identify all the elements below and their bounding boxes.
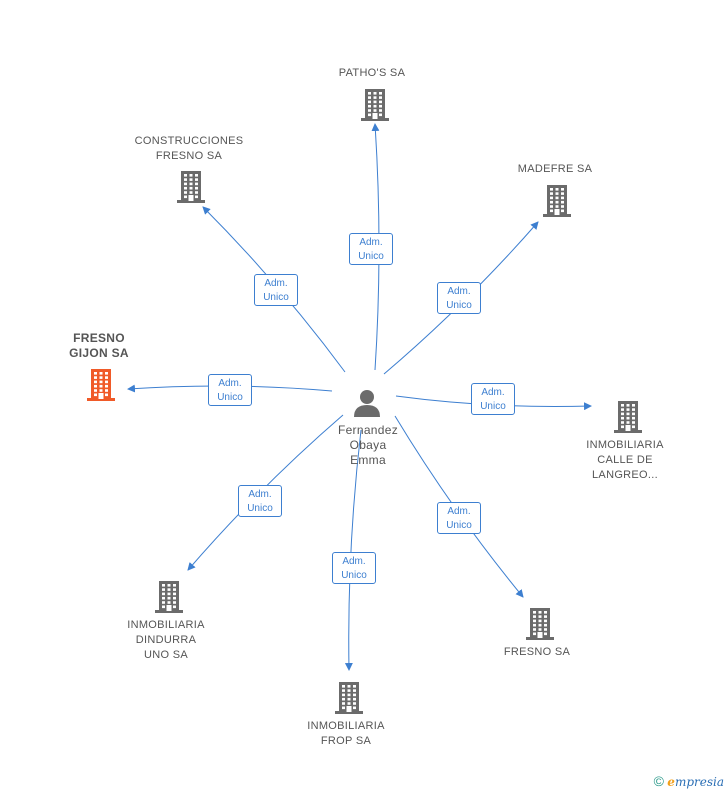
person-name[interactable]: Fernandez Obaya Emma <box>337 423 399 467</box>
role-label-madefre: Adm. Unico <box>437 282 481 314</box>
building-icon <box>335 682 363 714</box>
building-icon <box>177 171 205 203</box>
building-icon <box>361 89 389 121</box>
company-name-frop[interactable]: INMOBILIARIA FROP SA <box>307 720 385 747</box>
role-label-construcciones: Adm. Unico <box>254 274 298 306</box>
company-name-dindurra[interactable]: INMOBILIARIA DINDURRA UNO SA <box>127 619 205 661</box>
company-name-fresno[interactable]: FRESNO SA <box>503 646 571 658</box>
company-name-calle-langreo[interactable]: INMOBILIARIA CALLE DE LANGREO... <box>586 439 664 481</box>
brand-initial: e <box>667 775 675 789</box>
company-name-pathos[interactable]: PATHO'S SA <box>338 67 406 79</box>
role-label-dindurra: Adm. Unico <box>238 485 282 517</box>
building-icon <box>155 581 183 613</box>
company-name-construcciones[interactable]: CONSTRUCCIONES FRESNO SA <box>134 135 244 162</box>
copyright-symbol: © <box>653 773 664 789</box>
company-name-madefre[interactable]: MADEFRE SA <box>517 163 593 175</box>
empresia-logo: © empresia <box>654 773 724 789</box>
role-label-pathos: Adm. Unico <box>349 233 393 265</box>
building-icon <box>87 369 115 401</box>
role-label-calle-langreo: Adm. Unico <box>471 383 515 415</box>
role-label-fresno-gijon: Adm. Unico <box>208 374 252 406</box>
building-icon <box>543 185 571 217</box>
building-icon <box>526 608 554 640</box>
person-icon <box>354 390 380 417</box>
role-label-frop: Adm. Unico <box>332 552 376 584</box>
brand-name: mpresia <box>674 775 724 789</box>
company-name-fresno-gijon[interactable]: FRESNO GIJON SA <box>69 331 129 360</box>
building-icon <box>614 401 642 433</box>
edge-frop <box>344 429 362 671</box>
role-label-fresno: Adm. Unico <box>437 502 481 534</box>
